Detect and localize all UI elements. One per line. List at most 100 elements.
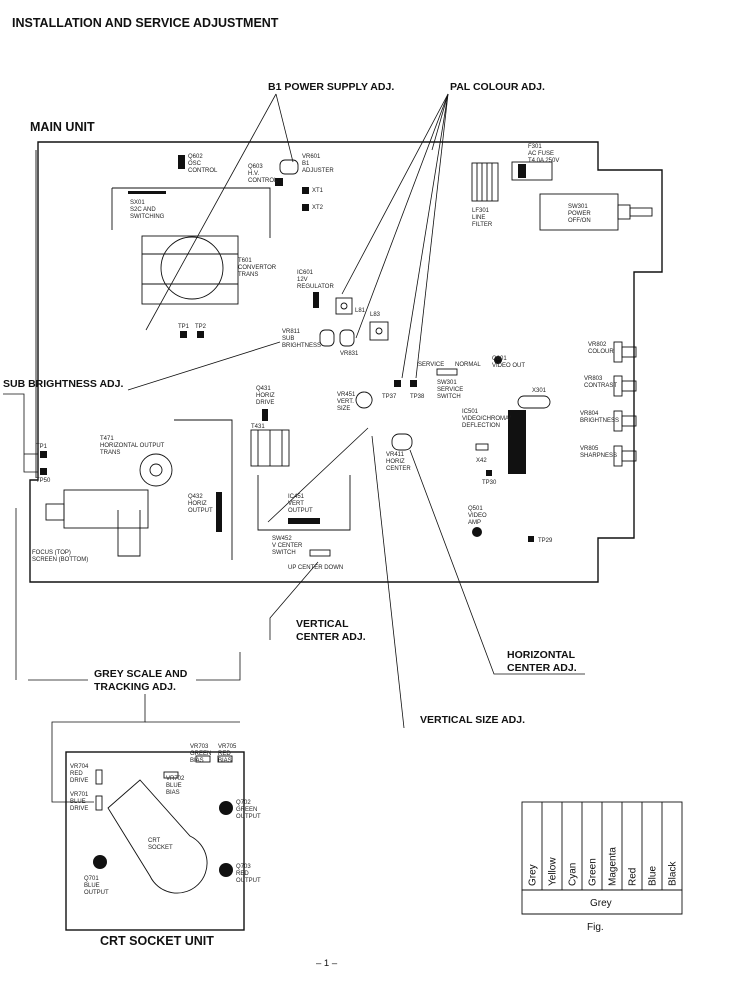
svg-text:T431: T431 <box>251 424 265 430</box>
svg-text:Q431: Q431 <box>256 386 271 392</box>
b1-power-leaders <box>145 93 294 331</box>
svg-text:F301: F301 <box>528 144 542 150</box>
q703-component <box>219 863 233 877</box>
svg-text:RED: RED <box>70 771 83 777</box>
svg-text:VR701: VR701 <box>70 792 89 798</box>
svg-text:BIAS: BIAS <box>218 758 232 764</box>
vr451-knob <box>355 391 373 409</box>
svg-text:VR704: VR704 <box>70 764 89 770</box>
svg-text:SWITCH: SWITCH <box>272 550 296 556</box>
svg-text:GREEN: GREEN <box>236 807 257 813</box>
xt1-component <box>302 187 309 194</box>
grey-scale-callout-2: TRACKING ADJ. <box>94 681 176 693</box>
main-unit-heading: MAIN UNIT <box>30 120 95 134</box>
svg-text:AMP: AMP <box>468 520 481 526</box>
svg-text:L81: L81 <box>355 308 366 314</box>
svg-text:TP2: TP2 <box>195 324 207 330</box>
svg-text:TP30: TP30 <box>482 480 497 486</box>
svg-text:VERT: VERT <box>288 501 304 507</box>
svg-text:FOCUS (TOP): FOCUS (TOP) <box>32 550 71 556</box>
svg-text:VR705: VR705 <box>218 744 237 750</box>
colour-bar-label-yellow: Yellow <box>548 857 559 886</box>
q702-component <box>219 801 233 815</box>
svg-text:T471: T471 <box>100 436 114 442</box>
svg-text:OSC: OSC <box>188 161 202 167</box>
tp29-component <box>528 536 534 542</box>
svg-text:BIAS: BIAS <box>190 758 204 764</box>
tp38-component <box>410 380 417 387</box>
power-switch-knob <box>629 207 653 217</box>
tp37-component <box>394 380 401 387</box>
svg-text:IC501: IC501 <box>462 409 479 415</box>
svg-text:VR802: VR802 <box>588 342 607 348</box>
horizontal-center-callout-1: HORIZONTAL <box>507 649 576 661</box>
svg-text:HORIZ: HORIZ <box>386 459 405 465</box>
svg-text:VR805: VR805 <box>580 446 599 452</box>
svg-text:Q703: Q703 <box>236 864 251 870</box>
svg-text:VR803: VR803 <box>584 376 603 382</box>
vr804-pot <box>613 410 637 432</box>
svg-text:IC451: IC451 <box>288 494 305 500</box>
colour-bar-label-black: Black <box>668 861 679 886</box>
svg-text:Q501: Q501 <box>468 506 483 512</box>
vr703-pot <box>195 755 211 763</box>
x301-crystal <box>517 395 551 409</box>
svg-text:OUTPUT: OUTPUT <box>288 508 313 514</box>
main-board-outline <box>29 141 663 583</box>
svg-text:XT1: XT1 <box>312 188 324 194</box>
svg-text:BLUE: BLUE <box>166 783 182 789</box>
flyback-transformer <box>45 453 173 557</box>
vr411-knob <box>391 433 413 451</box>
convertor-transformer <box>141 235 239 305</box>
vr705-pot <box>217 755 233 763</box>
l83-core <box>375 327 383 335</box>
ac-fuse <box>511 161 553 181</box>
vertical-center-callout-1: VERTICAL <box>296 618 349 630</box>
svg-text:VIDEO: VIDEO <box>468 513 487 519</box>
svg-text:Q603: Q603 <box>248 164 263 170</box>
svg-text:Q432: Q432 <box>188 494 203 500</box>
vertical-size-leader <box>371 435 405 729</box>
svg-text:SOCKET: SOCKET <box>148 845 173 851</box>
tp30-component <box>486 470 492 476</box>
svg-text:NORMAL: NORMAL <box>455 362 481 368</box>
xt2-component <box>302 204 309 211</box>
svg-text:VR451: VR451 <box>337 392 356 398</box>
svg-text:VR601: VR601 <box>302 154 321 160</box>
b1-power-supply-callout: B1 POWER SUPPLY ADJ. <box>268 81 394 93</box>
svg-text:VR702: VR702 <box>166 776 185 782</box>
svg-text:SW301: SW301 <box>568 204 588 210</box>
sub-brightness-leaders <box>3 341 281 473</box>
colour-bar-label-red: Red <box>628 868 639 886</box>
power-switch-stem <box>617 204 631 220</box>
svg-text:REGULATOR: REGULATOR <box>297 284 334 290</box>
svg-text:SWITCHING: SWITCHING <box>130 214 165 220</box>
svg-text:SW452: SW452 <box>272 536 292 542</box>
svg-text:X301: X301 <box>532 388 547 394</box>
svg-text:OFF/ON: OFF/ON <box>568 218 591 224</box>
colour-bar-label-blue: Blue <box>648 866 659 886</box>
svg-text:TP37: TP37 <box>382 394 397 400</box>
tp2-component <box>197 331 204 338</box>
vertical-size-callout: VERTICAL SIZE ADJ. <box>420 714 525 726</box>
svg-text:VERT.: VERT. <box>337 399 354 405</box>
svg-text:ADJUSTER: ADJUSTER <box>302 168 334 174</box>
vr805-pot <box>613 445 637 467</box>
svg-text:VIDEO OUT: VIDEO OUT <box>492 363 525 369</box>
sx01-component <box>128 191 166 194</box>
svg-text:TP50: TP50 <box>36 478 51 484</box>
line-filter <box>471 162 499 202</box>
svg-text:SHARPNESS: SHARPNESS <box>580 453 617 459</box>
svg-text:SWITCH: SWITCH <box>437 394 461 400</box>
l83-coil <box>369 321 389 341</box>
svg-text:SIZE: SIZE <box>337 406 350 412</box>
q501-component <box>472 527 482 537</box>
svg-text:CONTROL: CONTROL <box>248 178 278 184</box>
t431-core <box>257 430 283 466</box>
sw452-switch <box>309 549 331 557</box>
svg-text:HORIZ: HORIZ <box>188 501 207 507</box>
svg-text:BRIGHTNESS: BRIGHTNESS <box>282 343 321 349</box>
svg-text:TRANS: TRANS <box>238 272 258 278</box>
svg-text:IC601: IC601 <box>297 270 314 276</box>
svg-text:BRIGHTNESS: BRIGHTNESS <box>580 418 619 424</box>
